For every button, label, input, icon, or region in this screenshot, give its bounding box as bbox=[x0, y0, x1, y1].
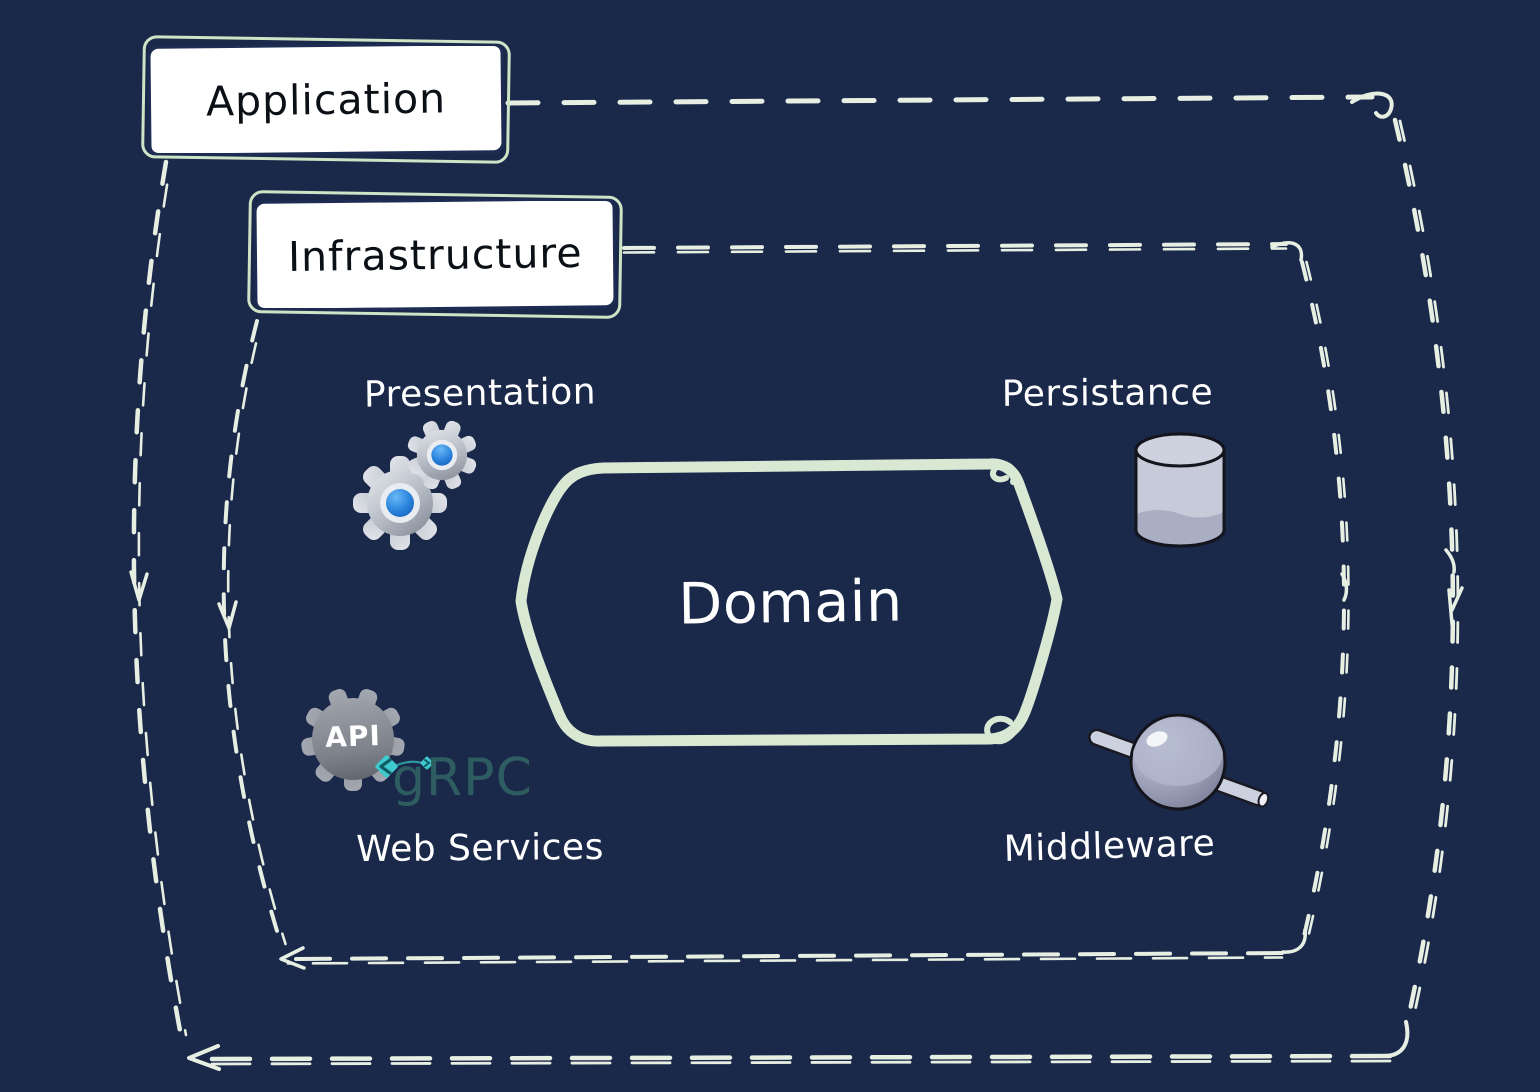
inner-dashed-border bbox=[217, 241, 1350, 970]
web-services-label: Web Services bbox=[355, 826, 605, 871]
database-icon bbox=[1128, 428, 1232, 554]
application-layer-label: Application bbox=[205, 73, 447, 126]
middleware-sphere-icon bbox=[1085, 702, 1270, 832]
grpc-logo-text: gRPC bbox=[392, 748, 533, 808]
grpc-logo-icon bbox=[370, 750, 448, 790]
outer-dashed-border bbox=[129, 91, 1464, 1071]
infrastructure-layer-box: Infrastructure bbox=[256, 201, 614, 308]
application-layer-box: Application bbox=[150, 46, 502, 153]
gears-icon bbox=[352, 408, 489, 550]
presentation-label: Presentation bbox=[363, 371, 597, 416]
domain-label: Domain bbox=[677, 568, 904, 638]
domain-hexagon bbox=[515, 458, 1063, 747]
persistance-label: Persistance bbox=[1001, 372, 1214, 415]
infrastructure-layer-label: Infrastructure bbox=[287, 228, 583, 281]
